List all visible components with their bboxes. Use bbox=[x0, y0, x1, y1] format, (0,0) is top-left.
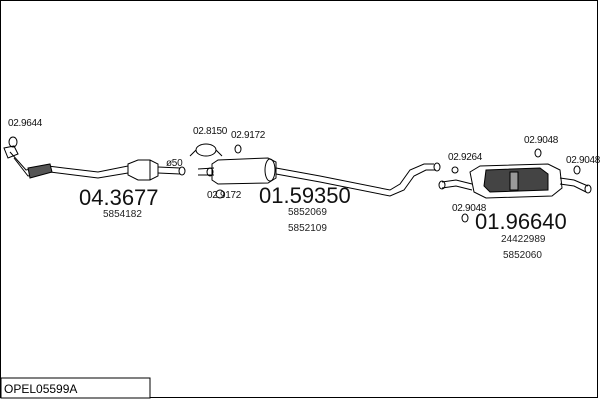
rear-silencer-icon bbox=[469, 163, 563, 199]
code-box bbox=[0, 377, 151, 399]
front-flange-icon bbox=[3, 145, 19, 159]
hanger-top-icon bbox=[534, 148, 542, 158]
hanger-right-icon bbox=[573, 165, 581, 175]
flex-pipe-icon bbox=[27, 163, 53, 179]
part-number-middle-silencer: 01.59350 bbox=[259, 183, 351, 208]
part-number-rear-silencer: 01.96640 bbox=[475, 209, 567, 234]
catalyst-icon bbox=[127, 159, 159, 181]
hanger-bottom-icon bbox=[461, 213, 469, 223]
hanger-left-icon bbox=[451, 166, 459, 174]
diagram-code: OPEL05599A bbox=[4, 382, 77, 396]
label-clamp-bottom: 02.9172 bbox=[207, 190, 242, 201]
rear-silencer-drawing bbox=[438, 163, 592, 199]
clamp-top-icon bbox=[234, 144, 242, 154]
gasket-ring-icon bbox=[8, 136, 18, 148]
front-pipe-drawing bbox=[3, 136, 186, 181]
label-hanger-right: 02.9048 bbox=[566, 155, 600, 166]
label-diameter: ø50 bbox=[166, 158, 183, 169]
ref-middle-silencer-2: 5852109 bbox=[288, 223, 327, 234]
ref-rear-silencer-1: 24422989 bbox=[501, 234, 546, 245]
ref-front-pipe-1: 5854182 bbox=[103, 209, 142, 220]
label-hanger-left: 02.9264 bbox=[448, 152, 483, 163]
middle-silencer-drawing bbox=[197, 157, 441, 197]
label-hanger-bottom: 02.9048 bbox=[452, 203, 487, 214]
ref-middle-silencer-1: 5852069 bbox=[288, 207, 327, 218]
label-gasket-front: 02.9644 bbox=[8, 118, 43, 129]
label-hanger-top: 02.9048 bbox=[524, 135, 559, 146]
label-clamp-top: 02.9172 bbox=[231, 130, 266, 141]
flange-gasket-icon bbox=[195, 143, 217, 157]
part-number-front-pipe: 04.3677 bbox=[79, 185, 159, 210]
ref-rear-silencer-2: 5852060 bbox=[503, 250, 542, 261]
label-flange-gasket: 02.8150 bbox=[193, 126, 228, 137]
clamp-bottom-icon bbox=[215, 189, 225, 199]
